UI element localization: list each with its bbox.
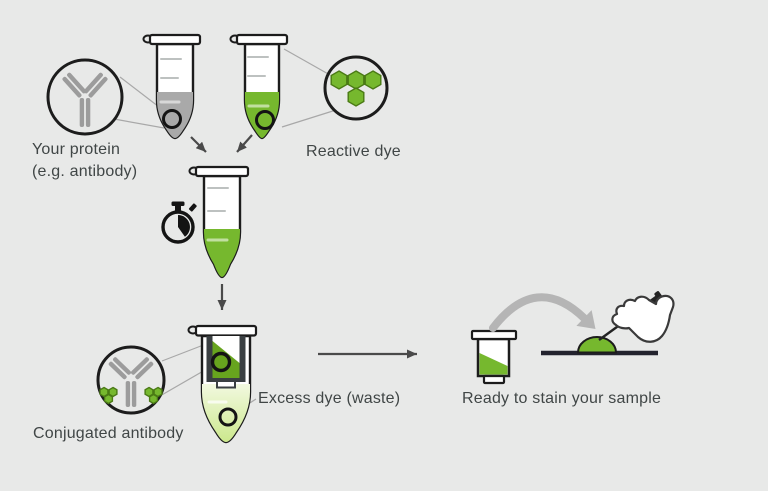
connector-line	[283, 48, 331, 76]
purification-tube-icon	[187, 324, 258, 444]
spin-column-icon	[470, 329, 518, 385]
conjugated-antibody-icon	[99, 357, 163, 407]
connector-line	[113, 118, 165, 129]
mix-arrow-right	[236, 134, 253, 153]
mix-arrow-left	[190, 136, 207, 153]
label-excess-dye: Excess dye (waste)	[258, 390, 401, 407]
reaction-tube-icon	[188, 165, 250, 279]
protein-tube-icon	[142, 33, 202, 140]
spin-column-insert-icon	[206, 336, 246, 389]
hand-icon	[611, 294, 675, 343]
label-conjugated-antibody: Conjugated antibody	[33, 425, 184, 442]
label-ready-to-stain: Ready to stain your sample	[462, 390, 662, 407]
dye-dots-icon	[99, 386, 163, 405]
antibody-icon	[62, 72, 108, 127]
transfer-arrow	[489, 293, 596, 332]
protein-circle-icon	[46, 58, 124, 136]
connector-line	[281, 109, 337, 128]
reactive-dye-circle-icon	[323, 55, 389, 121]
connector-line	[161, 343, 207, 362]
connector-line	[119, 76, 164, 111]
dye-hexagons-icon	[330, 70, 382, 107]
pipette-hand-icon	[598, 291, 675, 343]
sample-drop	[577, 336, 617, 354]
label-your-protein-line1: Your protein	[32, 141, 121, 158]
label-your-protein: Your protein (e.g. antibody)	[32, 139, 137, 183]
stopwatch-icon	[161, 201, 197, 244]
dye-tube-icon	[229, 33, 289, 140]
conjugated-antibody-circle-icon	[96, 345, 166, 415]
label-your-protein-line2: (e.g. antibody)	[32, 163, 138, 180]
label-reactive-dye: Reactive dye	[306, 143, 401, 160]
